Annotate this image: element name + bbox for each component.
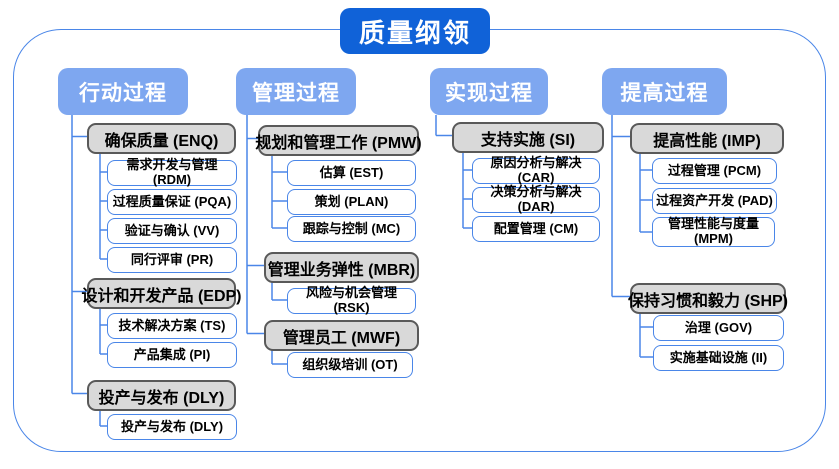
node-dar: 决策分析与解决 (DAR)	[472, 184, 600, 214]
node-pmw: 规划和管理工作 (PMW)	[255, 125, 422, 156]
node-plan: 策划 (PLAN)	[287, 189, 416, 215]
node-imp: 提高性能 (IMP)	[630, 123, 784, 154]
node-shp: 保持习惯和毅力 (SHP)	[628, 283, 788, 314]
node-ts: 技术解决方案 (TS)	[107, 313, 237, 339]
node-gov: 治理 (GOV)	[653, 315, 784, 341]
node-rdm: 需求开发与管理 (RDM)	[107, 157, 237, 187]
node-dly: 投产与发布 (DLY)	[87, 380, 236, 411]
node-edp: 设计和开发产品 (EDP)	[82, 278, 242, 309]
column-header-realization-process: 实现过程	[430, 68, 548, 115]
column-header-improvement-process: 提高过程	[602, 68, 727, 115]
node-mc: 跟踪与控制 (MC)	[287, 216, 416, 242]
node-cm: 配置管理 (CM)	[472, 216, 600, 242]
diagram-title: 质量纲领	[340, 8, 490, 54]
node-dly-child: 投产与发布 (DLY)	[107, 414, 237, 440]
node-si: 支持实施 (SI)	[452, 122, 604, 153]
node-car: 原因分析与解决 (CAR)	[472, 155, 600, 185]
node-enq: 确保质量 (ENQ)	[87, 123, 236, 154]
node-mpm: 管理性能与度量 (MPM)	[652, 216, 775, 247]
node-mwf: 管理员工 (MWF)	[264, 320, 419, 351]
node-est: 估算 (EST)	[287, 160, 416, 186]
node-mbr: 管理业务弹性 (MBR)	[264, 252, 419, 283]
node-pr: 同行评审 (PR)	[107, 247, 237, 273]
node-pad: 过程资产开发 (PAD)	[652, 188, 777, 214]
node-ii: 实施基础设施 (II)	[653, 345, 784, 371]
node-ot: 组织级培训 (OT)	[287, 352, 413, 378]
node-pqa: 过程质量保证 (PQA)	[107, 189, 237, 215]
column-header-action-process: 行动过程	[58, 68, 188, 115]
node-pi: 产品集成 (PI)	[107, 342, 237, 368]
node-vv: 验证与确认 (VV)	[107, 218, 237, 244]
node-pcm: 过程管理 (PCM)	[652, 158, 777, 184]
column-header-management-process: 管理过程	[236, 68, 356, 115]
node-rsk: 风险与机会管理 (RSK)	[287, 285, 416, 315]
